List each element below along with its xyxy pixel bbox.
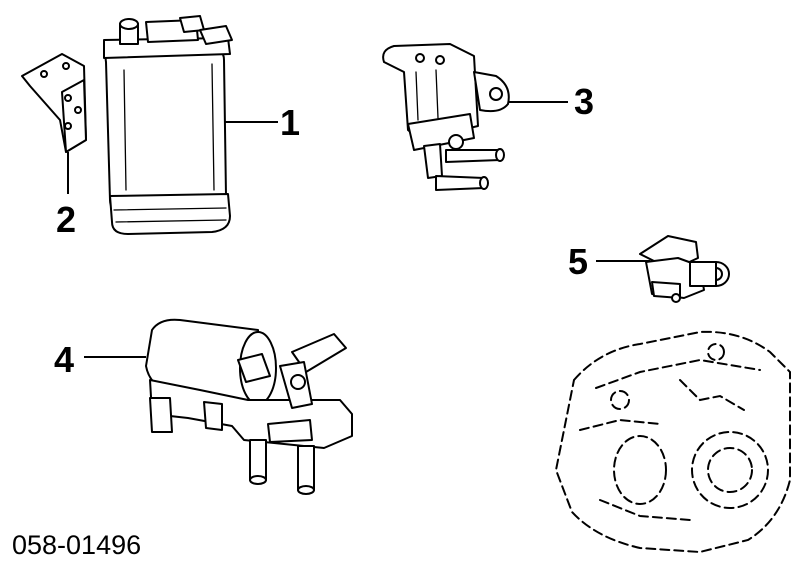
callout-5: 5: [568, 241, 588, 282]
callout-4: 4: [54, 339, 74, 380]
engine-reference-outline: [554, 330, 791, 554]
document-id: 058-01496: [12, 530, 141, 560]
callout-2: 2: [56, 199, 76, 240]
part-3-valve: [382, 43, 510, 191]
part-5-sensor: [639, 235, 730, 303]
part-1-canister: [103, 15, 233, 235]
callout-3: 3: [574, 81, 594, 122]
leader-lines: [67, 101, 650, 358]
part-4-solenoid: [145, 318, 353, 495]
callout-1: 1: [280, 102, 300, 143]
part-2-bracket: [21, 53, 87, 153]
